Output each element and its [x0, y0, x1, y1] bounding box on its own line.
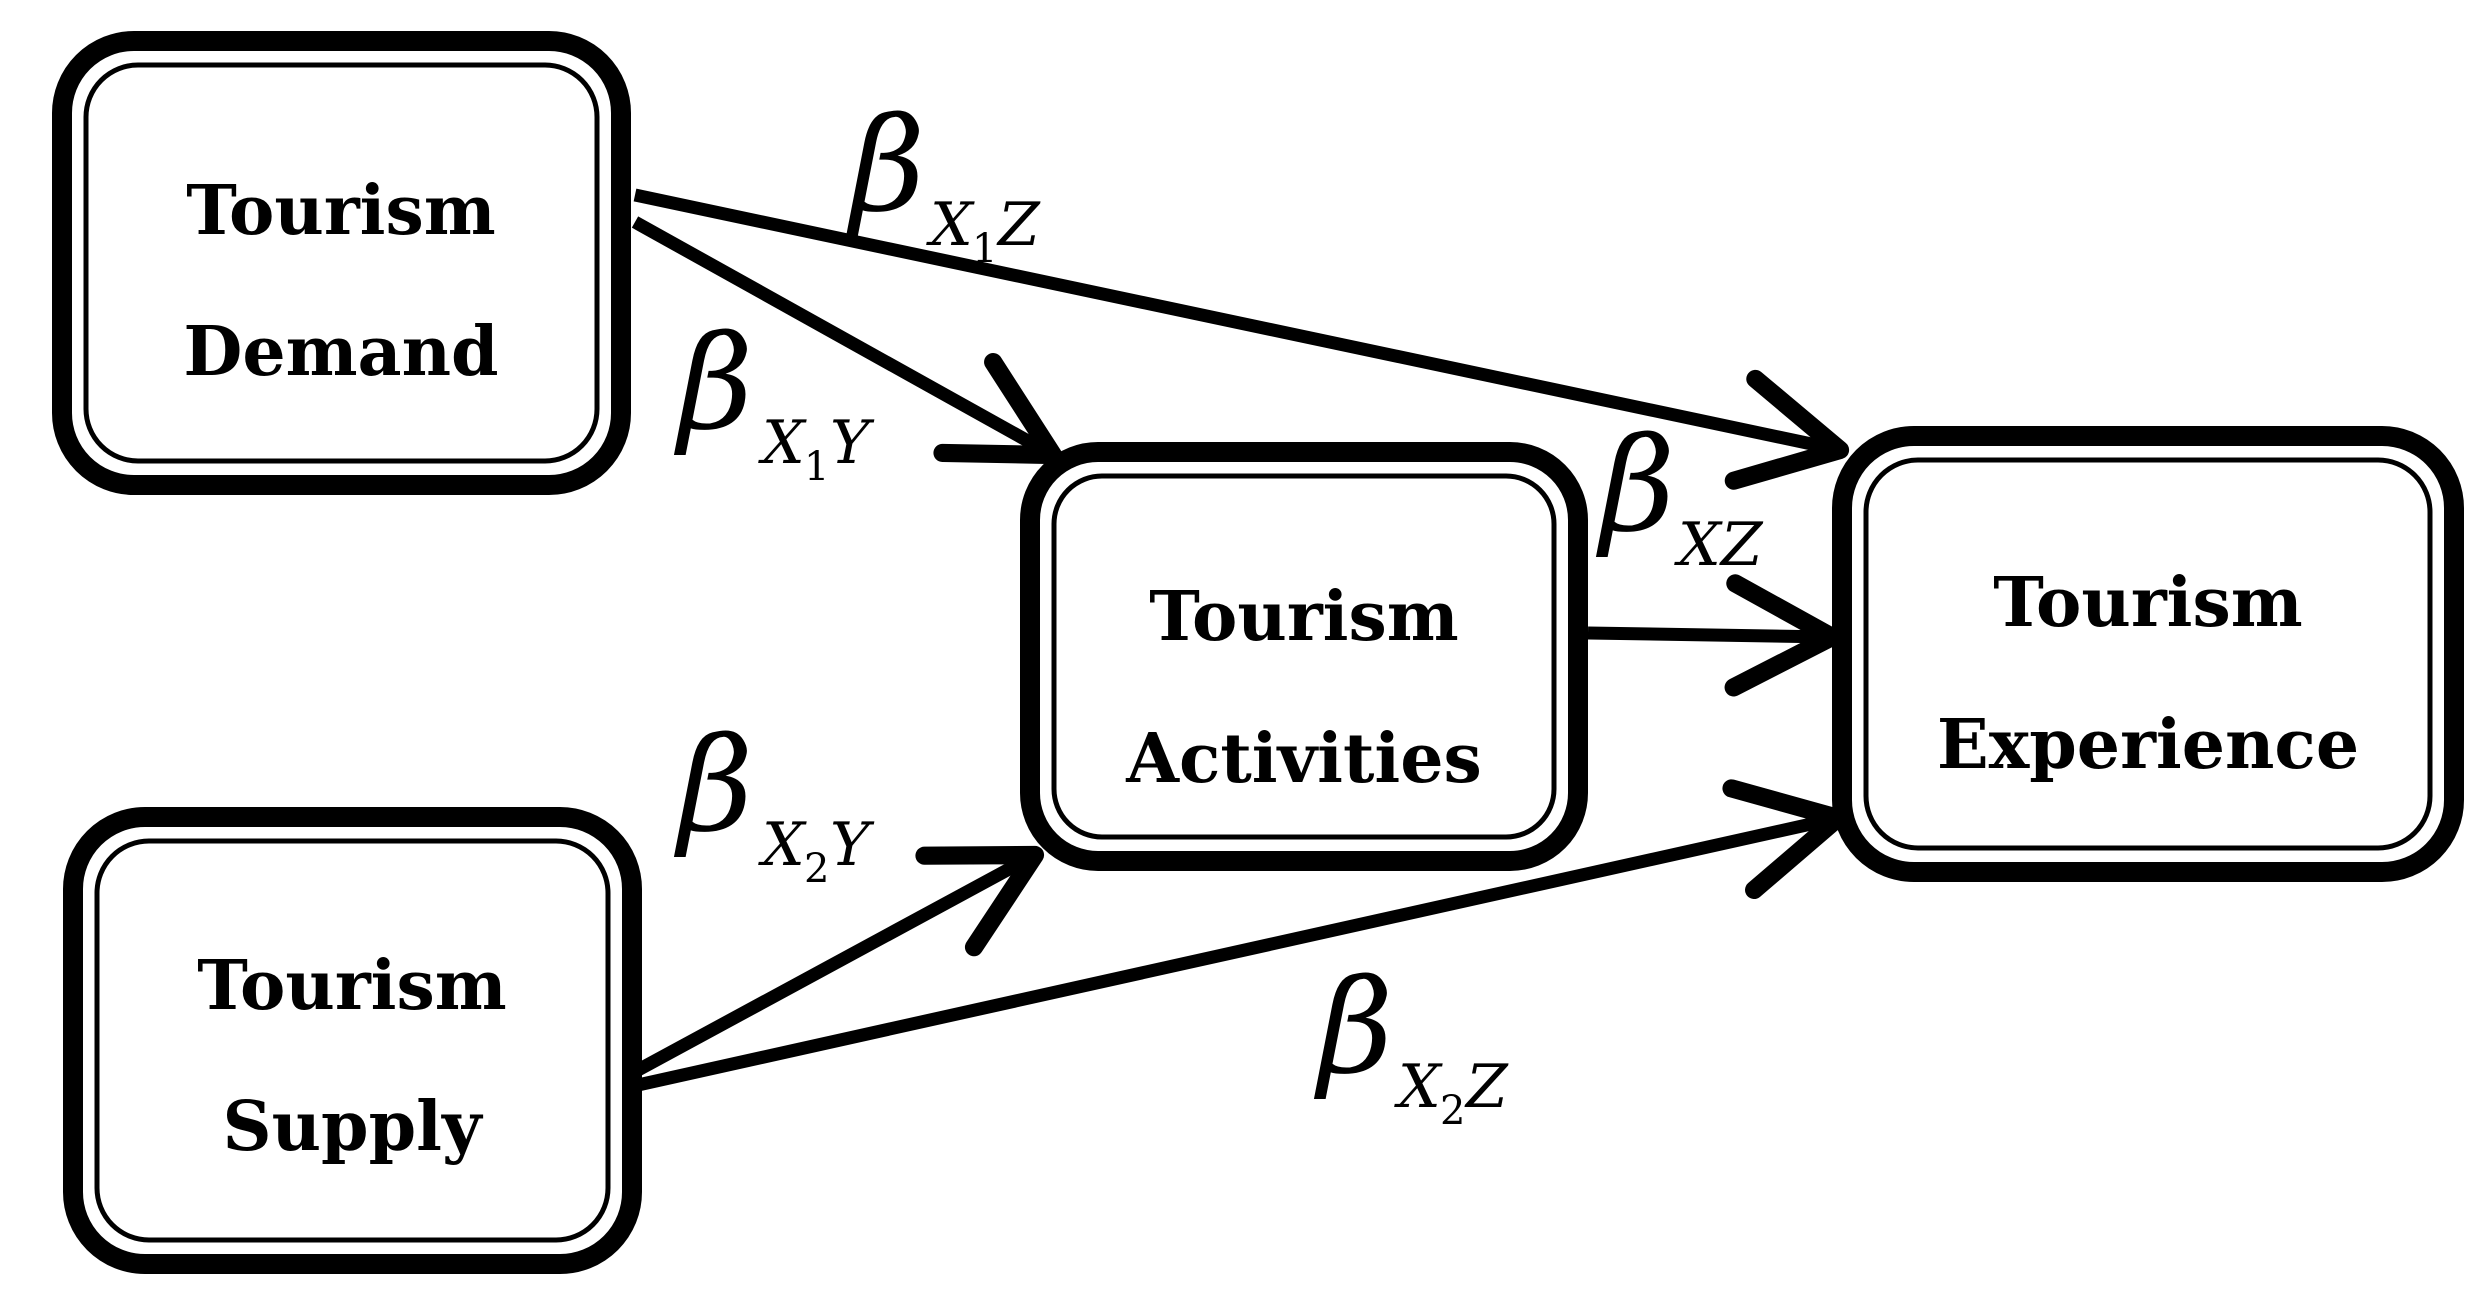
subscript-variable: Z [996, 190, 1041, 260]
box-inner-border [94, 838, 611, 1243]
beta-symbol: β [673, 307, 753, 459]
subscript-index: 2 [1440, 1088, 1465, 1134]
box-inner-border [1863, 457, 2433, 851]
node-label-line2: Demand [183, 312, 498, 392]
box-outer-border [1832, 426, 2464, 882]
arrow-supply-to-activities [634, 845, 1045, 1076]
arrow-supply-to-experience [636, 779, 1848, 1092]
subscript-variable: XZ [1674, 510, 1764, 580]
subscript-variable: X [758, 810, 807, 880]
arrow-demand-to-activities [631, 216, 1063, 465]
subscript-index: 1 [972, 226, 997, 272]
node-label-line2: Activities [1125, 719, 1482, 799]
subscript-variable: X [926, 190, 975, 260]
path-label-x2y: β X 2 Y [673, 709, 875, 892]
node-tourism-demand: Tourism Demand [52, 31, 631, 495]
box-outer-border [52, 31, 631, 495]
arrows [631, 188, 1850, 1092]
node-tourism-supply: Tourism Supply [63, 807, 642, 1274]
subscript-variable: Z [1464, 1052, 1509, 1122]
subscript-variable: Y [830, 408, 875, 478]
arrow-activities-to-experience [1587, 574, 1842, 697]
path-label-x1y: β X 1 Y [673, 307, 875, 490]
subscript-index: 1 [804, 444, 829, 490]
box-outer-border [1020, 442, 1588, 871]
subscript-index: 2 [804, 846, 829, 892]
path-label-xz: β XZ [1595, 409, 1764, 580]
node-tourism-experience: Tourism Experience [1832, 426, 2464, 882]
node-label-line2: Experience [1937, 705, 2359, 785]
node-label-line1: Tourism [186, 171, 496, 251]
subscript-variable: X [1394, 1052, 1443, 1122]
node-label-line1: Tourism [197, 946, 507, 1026]
beta-symbol: β [845, 89, 925, 241]
path-label-x2z: β X 2 Z [1313, 951, 1509, 1134]
beta-symbol: β [1595, 409, 1675, 561]
subscript-variable: X [758, 408, 807, 478]
node-label-line1: Tourism [1149, 577, 1459, 657]
subscript-variable: Y [830, 810, 875, 880]
beta-symbol: β [1313, 951, 1393, 1103]
beta-symbol: β [673, 709, 753, 861]
box-inner-border [83, 62, 600, 464]
box-outer-border [63, 807, 642, 1274]
arrow-demand-to-experience [633, 188, 1850, 490]
path-label-x1z: β X 1 Z [845, 89, 1041, 272]
node-label-line2: Supply [223, 1087, 484, 1167]
node-tourism-activities: Tourism Activities [1020, 442, 1588, 871]
node-label-line1: Tourism [1993, 563, 2303, 643]
box-inner-border [1051, 473, 1557, 840]
